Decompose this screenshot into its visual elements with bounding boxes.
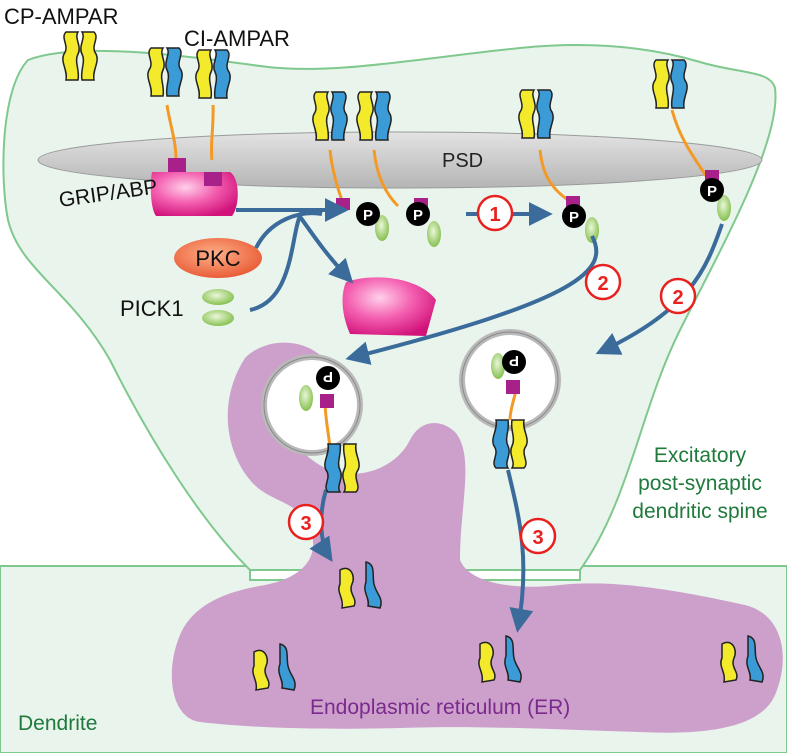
- endoplasmic-reticulum: [171, 342, 783, 733]
- step-badge-2a: 2: [584, 263, 622, 301]
- svg-text:P: P: [509, 352, 519, 369]
- svg-text:3: 3: [300, 513, 311, 535]
- step-badge-2b: 2: [659, 277, 697, 315]
- svg-text:P: P: [707, 183, 717, 200]
- svg-text:P: P: [323, 368, 333, 385]
- label-spine-1: Excitatory: [654, 444, 747, 467]
- svg-text:3: 3: [532, 527, 543, 549]
- label-dendrite: Dendrite: [18, 712, 97, 735]
- step-badge-3a: 3: [287, 503, 325, 541]
- internalized-receptor-left: [299, 385, 360, 493]
- label-spine-2: post-synaptic: [638, 472, 762, 495]
- svg-text:2: 2: [672, 287, 683, 309]
- svg-text:1: 1: [489, 204, 500, 226]
- pick1-protein: [202, 310, 234, 326]
- phospho-site: P: [406, 202, 430, 226]
- label-psd: PSD: [442, 150, 483, 172]
- label-pick1: PICK1: [120, 296, 184, 321]
- svg-text:P: P: [569, 209, 579, 226]
- label-pkc: PKC: [195, 246, 240, 271]
- pick1-protein: [202, 289, 234, 305]
- ci-ampar-left-pair: [147, 47, 231, 161]
- svg-text:P: P: [363, 207, 373, 224]
- label-er: Endoplasmic reticulum (ER): [310, 696, 570, 719]
- internalized-receptor-right: [491, 353, 528, 469]
- grip-abp-scaffold: [150, 172, 238, 216]
- step-badge-1: 1: [476, 194, 514, 232]
- phospho-site: P: [562, 204, 586, 228]
- svg-text:2: 2: [597, 273, 608, 295]
- anchor-square: [168, 158, 186, 172]
- phospho-site: P: [316, 366, 340, 390]
- svg-text:P: P: [413, 207, 423, 224]
- phospho-site: P: [356, 202, 380, 226]
- anchor-square: [204, 172, 222, 186]
- pkc-enzyme: [174, 238, 262, 278]
- label-spine-3: dendritic spine: [632, 500, 767, 523]
- phospho-site: P: [502, 350, 526, 374]
- step-badge-3b: 3: [519, 517, 557, 555]
- grip-abp-free: [342, 277, 436, 336]
- label-cp-ampar: CP-AMPAR: [4, 4, 119, 29]
- label-ci-ampar: CI-AMPAR: [184, 26, 290, 51]
- phospho-site: P: [700, 178, 724, 202]
